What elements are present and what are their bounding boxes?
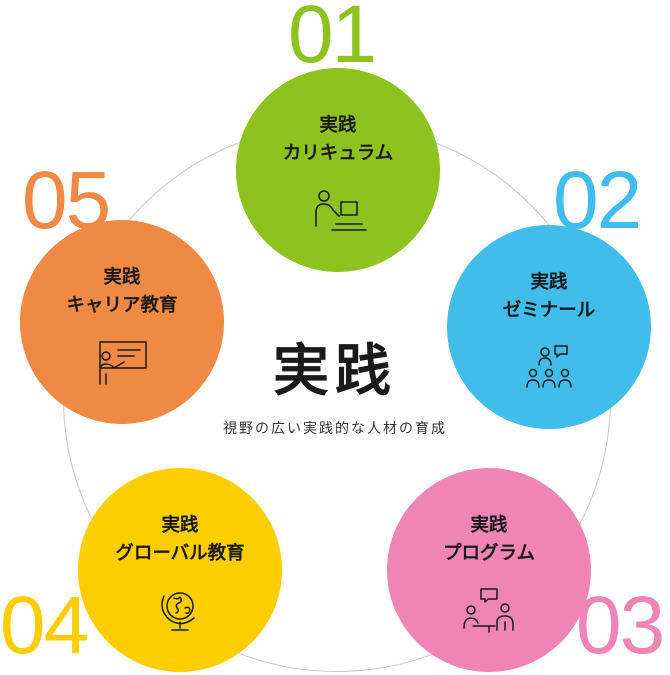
node-practical-program[interactable]: 実践 プログラム — [387, 468, 591, 672]
node-practical-global-education[interactable]: 実践 グローバル教育 — [78, 468, 282, 672]
node-practical-career-education[interactable]: 実践 キャリア教育 — [20, 220, 224, 424]
number-01: 01 — [288, 0, 377, 80]
node-label: 実践 グローバル教育 — [78, 512, 282, 568]
lecture-board-icon — [92, 338, 152, 388]
node-practical-seminar[interactable]: 実践 ゼミナール — [447, 225, 651, 429]
node-label: 実践 カリキュラム — [236, 112, 440, 168]
node-label: 実践 キャリア教育 — [20, 264, 224, 320]
number-04: 04 — [0, 580, 89, 671]
node-label-line1: 実践 — [319, 115, 357, 136]
group-discussion-icon — [519, 343, 579, 393]
node-label-line2: カリキュラム — [282, 143, 394, 164]
node-label-line2: プログラム — [443, 543, 535, 564]
center-subtitle: 視野の広い実践的な人材の育成 — [223, 421, 447, 437]
center-title: 実践 — [273, 338, 397, 404]
globe-icon — [150, 586, 210, 636]
node-practical-curriculum[interactable]: 実践 カリキュラム — [236, 68, 440, 272]
node-label: 実践 プログラム — [387, 512, 591, 568]
node-label-line1: 実践 — [470, 515, 508, 536]
presentation-laptop-icon — [308, 186, 368, 236]
consultation-icon — [459, 586, 519, 636]
node-label-line2: キャリア教育 — [66, 295, 178, 316]
node-label-line1: 実践 — [530, 272, 568, 293]
number-03: 03 — [576, 580, 665, 671]
node-label-line2: ゼミナール — [502, 300, 596, 321]
node-label-line2: グローバル教育 — [115, 543, 245, 564]
node-label-line1: 実践 — [103, 267, 141, 288]
node-label: 実践 ゼミナール — [447, 269, 651, 325]
node-label-line1: 実践 — [161, 515, 199, 536]
